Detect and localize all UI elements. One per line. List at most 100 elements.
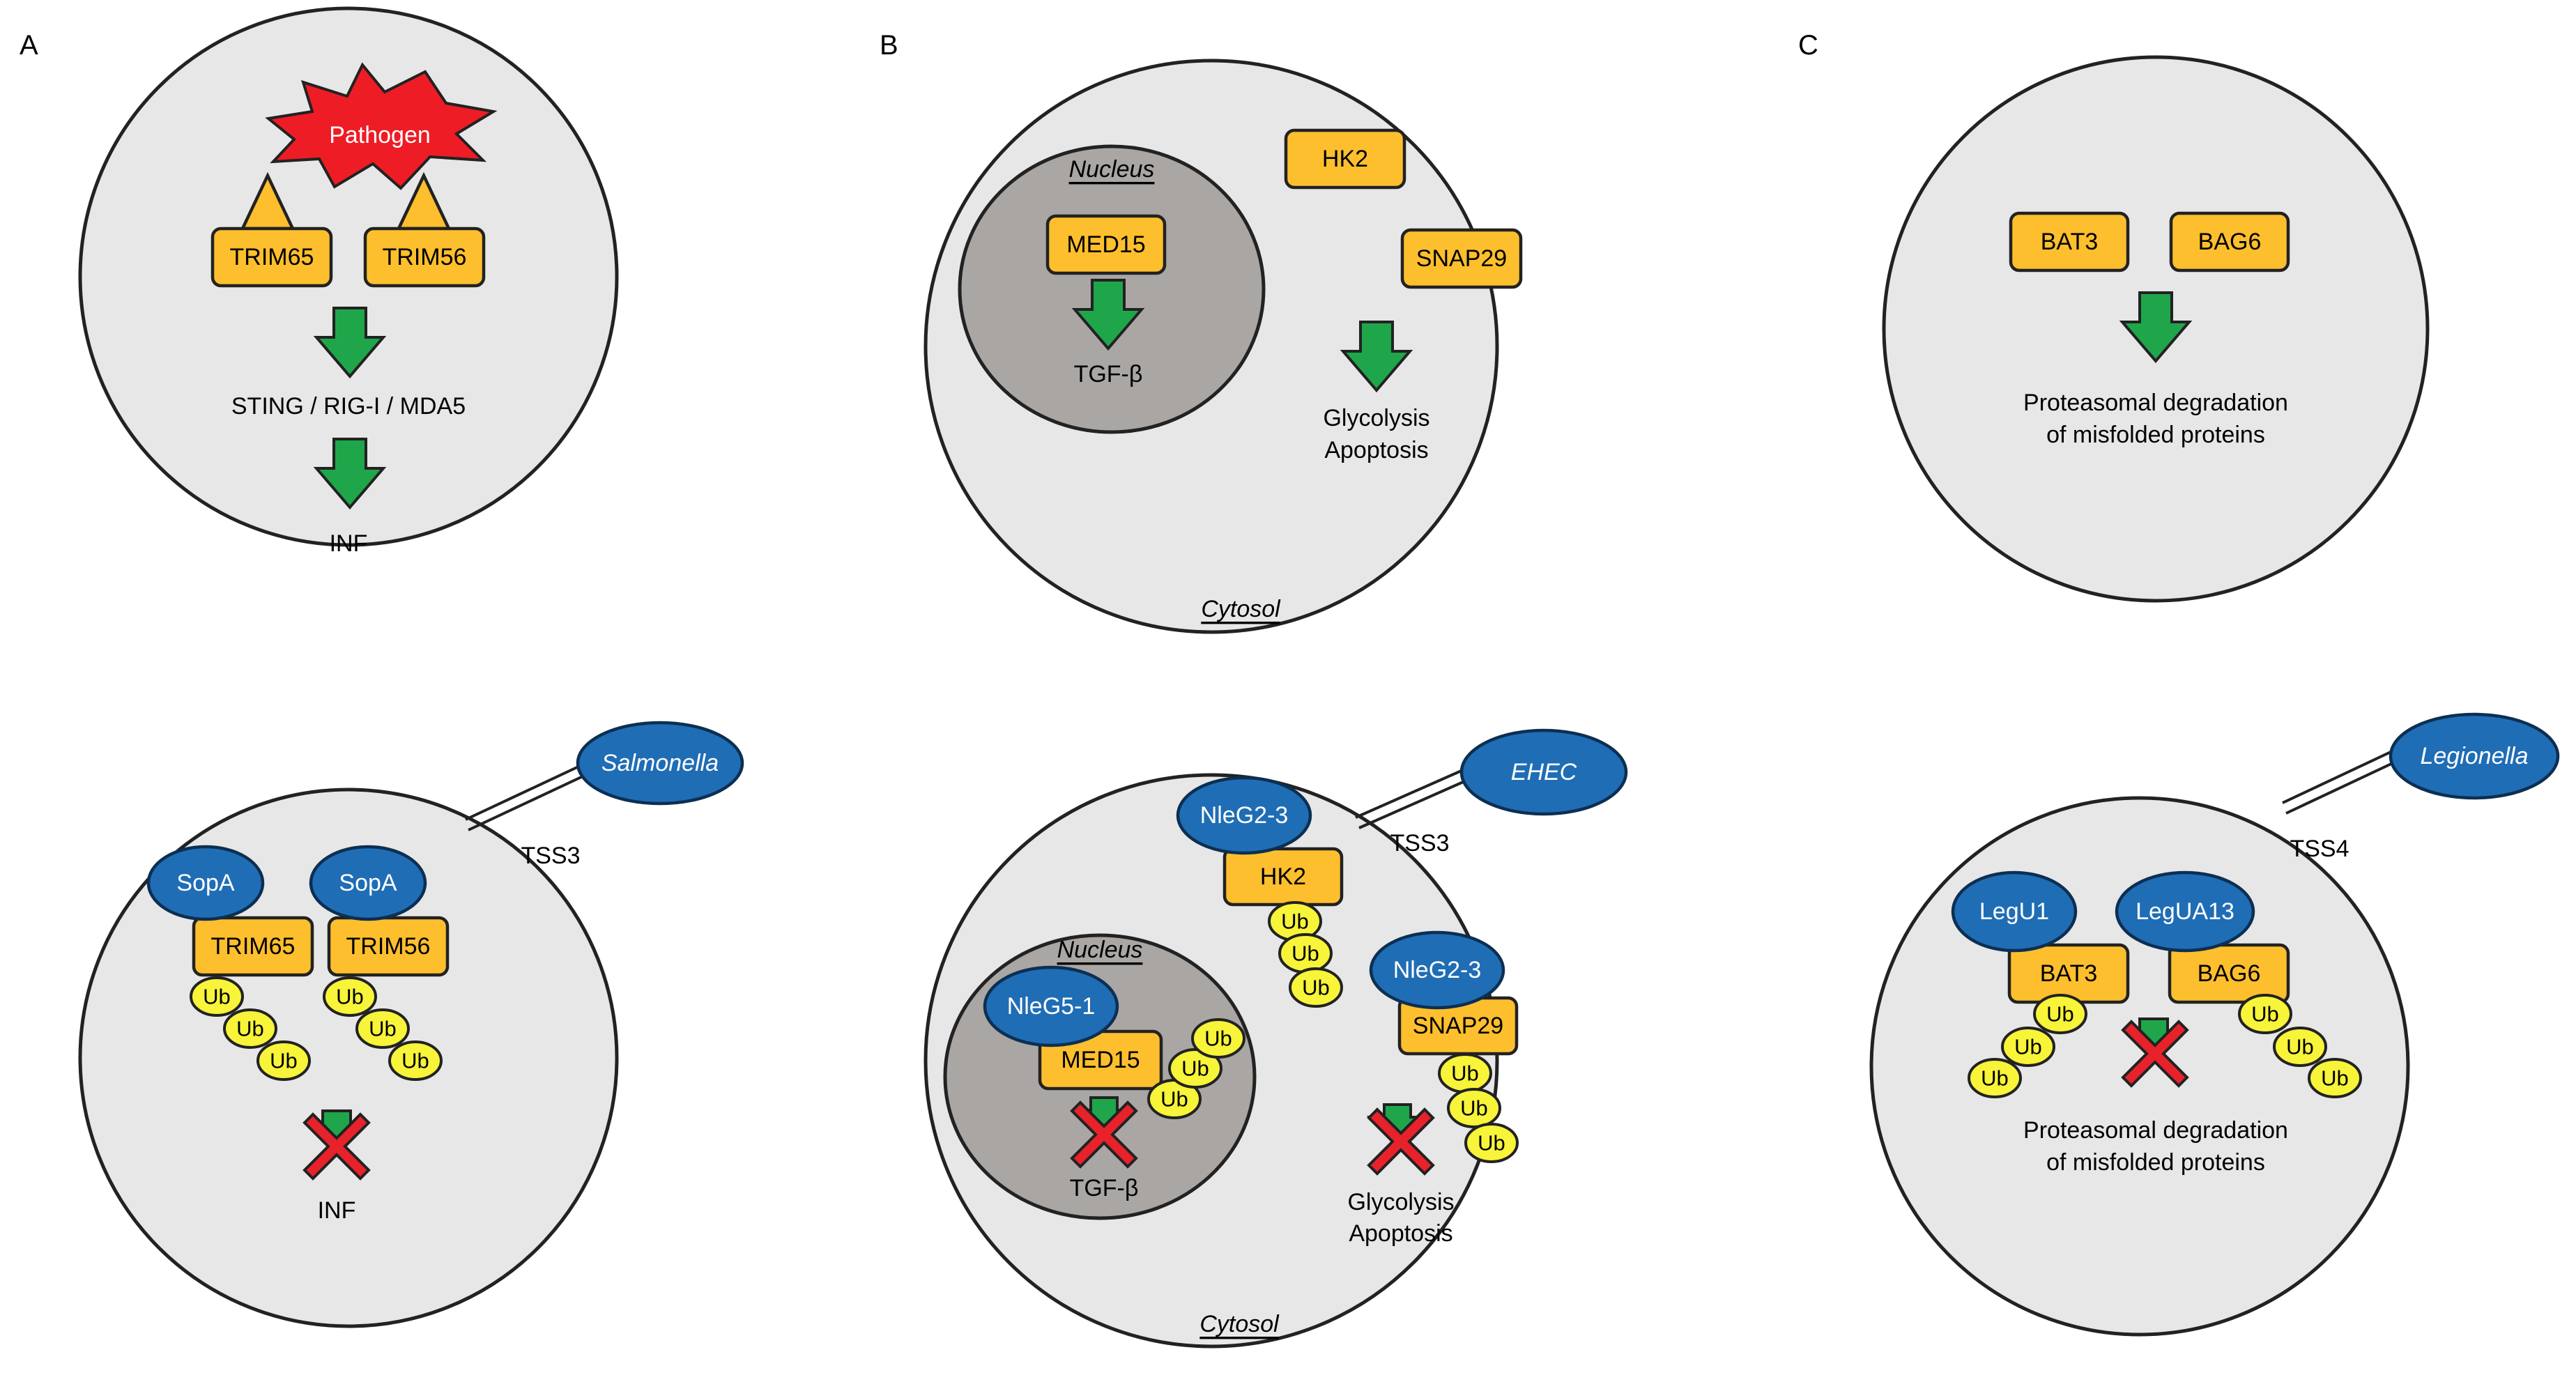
panel-c-letter: C <box>1798 30 1818 61</box>
outcome-line1: Glycolysis <box>1323 405 1429 431</box>
ub-label: Ub <box>1160 1087 1188 1112</box>
nleg2-3-label: NleG2-3 <box>1200 802 1289 829</box>
legua13-effector <box>2115 870 2255 953</box>
ubiquitin <box>1464 1123 1519 1163</box>
snap29-label: SNAP29 <box>1416 245 1507 272</box>
bat3-label: BAT3 <box>2041 229 2099 255</box>
ub-label: Ub <box>203 985 231 1009</box>
ubiquitin <box>256 1040 311 1081</box>
bag6-label: BAG6 <box>2198 229 2262 255</box>
snap29-label: SNAP29 <box>1413 1013 1503 1039</box>
salmonella-bacterium <box>576 721 744 806</box>
med15-label: MED15 <box>1061 1047 1140 1073</box>
ub-label: Ub <box>1460 1096 1488 1121</box>
bag6-box <box>2168 943 2290 1004</box>
ub-label: Ub <box>2321 1066 2349 1091</box>
secretion-system-tube <box>1358 774 1480 829</box>
ubiquitin <box>2273 1027 2327 1067</box>
hk2-box <box>1284 128 1406 190</box>
ubiquitin <box>388 1040 443 1081</box>
ub-label: Ub <box>369 1017 397 1041</box>
bag6-label: BAG6 <box>2198 960 2261 987</box>
ub-label: Ub <box>270 1049 298 1073</box>
nucleus-label: Nucleus <box>1057 937 1143 963</box>
bat3-label: BAT3 <box>2040 960 2098 987</box>
trim65-label: TRIM65 <box>230 244 314 270</box>
trim65-box <box>192 916 314 977</box>
outcome-line2: of misfolded proteins <box>2046 422 2265 448</box>
trim56-box <box>363 226 486 288</box>
ub-label: Ub <box>2286 1035 2314 1059</box>
secretion-system-tube <box>1355 763 1476 819</box>
trim65-label: TRIM65 <box>211 933 296 960</box>
salmonella-label: Salmonella <box>601 750 719 776</box>
panel-a-top-cell <box>78 6 619 547</box>
ub-label: Ub <box>1181 1057 1209 1081</box>
ehec-bacterium <box>1459 728 1628 816</box>
trim56-label: TRIM56 <box>383 244 467 270</box>
legua13-label: LegUA13 <box>2136 898 2234 925</box>
bag6-box <box>2169 211 2290 272</box>
ub-label: Ub <box>336 985 364 1009</box>
nleg2-3-label: NleG2-3 <box>1393 957 1482 983</box>
panel-b-letter: B <box>880 30 898 61</box>
ubiquitin <box>1168 1048 1222 1089</box>
outcome-line2: Apoptosis <box>1324 437 1428 463</box>
ubiquitin <box>323 976 377 1017</box>
outcome-line1: Proteasomal degradation <box>2023 390 2288 416</box>
nleg5-1-effector <box>983 965 1119 1047</box>
ubiquitin-chain: Ub Ub Ub <box>1147 1018 1245 1119</box>
ubiquitin-chain: Ub Ub Ub <box>1438 1053 1519 1163</box>
ubiquitin <box>355 1008 410 1049</box>
legionella-bacterium <box>2389 712 2560 800</box>
snap29-box <box>1400 228 1523 289</box>
ubiquitin-chain: Ub Ub Ub <box>1268 901 1343 1008</box>
ub-label: Ub <box>1451 1061 1479 1086</box>
ubiquitin <box>2033 994 2087 1034</box>
ubiquitin-chain: Ub Ub Ub <box>1968 994 2087 1098</box>
ub-label: Ub <box>2046 1002 2074 1027</box>
ubiquitin <box>2001 1027 2055 1067</box>
ubiquitin-chain: Ub Ub Ub <box>323 976 443 1081</box>
cytosol-label: Cytosol <box>1201 596 1281 622</box>
tss3-label: TSS3 <box>1390 830 1449 857</box>
sopa-effector <box>309 845 427 921</box>
output-label: INF <box>330 530 368 557</box>
panel-a-letter: A <box>20 30 38 61</box>
outcome-line2: of misfolded proteins <box>2046 1149 2265 1176</box>
ub-label: Ub <box>1478 1131 1505 1155</box>
ub-label: Ub <box>1281 909 1309 934</box>
ub-label: Ub <box>1302 976 1330 1000</box>
ubiquitin <box>223 1008 277 1049</box>
sopa-label: SopA <box>339 870 397 896</box>
trim65-box <box>210 226 333 288</box>
secretion-system-tube <box>2282 746 2402 804</box>
trim56-label: TRIM56 <box>346 933 431 960</box>
ubiquitin-chain: Ub Ub Ub <box>2238 994 2362 1098</box>
tgf-beta-label: TGF-β <box>1074 361 1143 387</box>
nleg5-1-label: NleG5-1 <box>1007 993 1096 1020</box>
bat3-box <box>2009 211 2130 272</box>
tss3-label: TSS3 <box>521 843 580 869</box>
hk2-label: HK2 <box>1322 146 1368 172</box>
ubiquitin <box>2308 1058 2362 1098</box>
ubiquitin <box>1968 1058 2022 1098</box>
ub-label: Ub <box>1204 1027 1232 1051</box>
ub-label: Ub <box>2014 1035 2042 1059</box>
sopa-effector <box>146 845 265 921</box>
nleg2-3-effector <box>1176 776 1312 855</box>
blocked-arrow-icon <box>1071 1096 1137 1168</box>
blocked-arrow-icon <box>2122 1017 2188 1087</box>
nucleus-label: Nucleus <box>1069 156 1155 183</box>
secretion-system-tube <box>2285 756 2405 815</box>
ehec-label: EHEC <box>1511 759 1577 785</box>
outcome-line1: Glycolysis <box>1347 1189 1454 1215</box>
outcome-line2: Apoptosis <box>1349 1220 1452 1247</box>
med15-box <box>1045 214 1167 275</box>
sopa-label: SopA <box>176 870 234 896</box>
pathogen-label: Pathogen <box>329 122 431 148</box>
tss4-label: TSS4 <box>2290 836 2349 862</box>
outcome-line1: Proteasomal degradation <box>2023 1117 2288 1144</box>
med15-label: MED15 <box>1066 231 1145 258</box>
tgf-beta-label: TGF-β <box>1070 1175 1139 1201</box>
